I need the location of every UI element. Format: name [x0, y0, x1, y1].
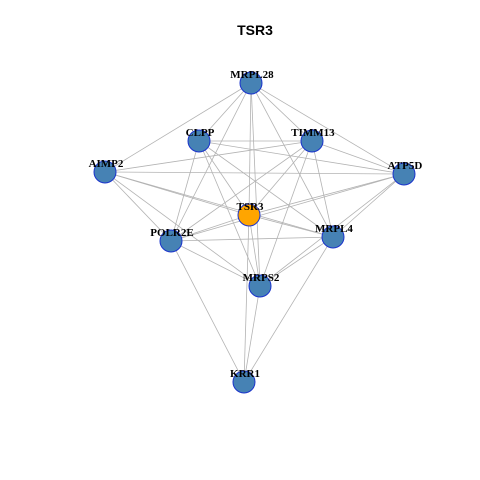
edge-timm13-atp5d	[311, 140, 405, 175]
node-clpp[interactable]	[187, 129, 211, 153]
edge-timm13-mrpl4	[311, 140, 334, 238]
node-mrpl4[interactable]	[321, 225, 345, 249]
edge-mrpl28-mrpl4	[250, 82, 334, 238]
node-label-mrps2: MRPS2	[243, 272, 280, 284]
node-timm13[interactable]	[300, 129, 324, 153]
edge-aimp2-mrpl4	[104, 171, 334, 238]
edge-timm13-tsr3	[248, 140, 313, 216]
edge-mrpl28-timm13	[250, 82, 313, 142]
node-label-krr1: KRR1	[230, 368, 260, 380]
edge-clpp-tsr3	[198, 140, 250, 216]
edge-mrpl4-krr1	[243, 236, 334, 383]
node-polr2e[interactable]	[159, 229, 183, 253]
node-atp5d[interactable]	[392, 162, 416, 186]
edge-clpp-polr2e	[170, 140, 200, 242]
edge-tsr3-mrps2	[248, 214, 261, 287]
node-label-polr2e: POLR2E	[150, 227, 193, 239]
node-label-aimp2: AIMP2	[89, 158, 124, 170]
node-label-clpp: CLPP	[186, 127, 215, 139]
edge-mrpl28-atp5d	[250, 82, 405, 175]
node-aimp2[interactable]	[93, 160, 117, 184]
edge-mrpl28-aimp2	[104, 82, 252, 173]
edge-timm13-polr2e	[170, 140, 313, 242]
edge-tsr3-polr2e	[170, 214, 250, 242]
edge-timm13-mrps2	[259, 140, 313, 287]
edge-mrpl28-mrps2	[250, 82, 261, 287]
edge-atp5d-polr2e	[170, 173, 405, 242]
edge-tsr3-krr1	[243, 214, 250, 383]
node-layer	[93, 71, 416, 394]
node-mrps2[interactable]	[248, 274, 272, 298]
edge-clpp-atp5d	[198, 140, 405, 175]
edge-clpp-mrps2	[198, 140, 261, 287]
edge-tsr3-mrpl4	[248, 214, 334, 238]
edge-polr2e-krr1	[170, 240, 245, 383]
edge-mrps2-krr1	[243, 285, 261, 383]
edge-clpp-mrpl4	[198, 140, 334, 238]
edge-layer	[104, 82, 405, 383]
node-tsr3[interactable]	[237, 203, 261, 227]
node-label-mrpl4: MRPL4	[315, 223, 353, 235]
diagram-title: TSR3	[237, 22, 273, 38]
edge-aimp2-atp5d	[104, 171, 405, 175]
edge-polr2e-mrpl4	[170, 236, 334, 242]
edge-mrpl28-polr2e	[170, 82, 252, 242]
edge-aimp2-mrps2	[104, 171, 261, 287]
node-label-mrpl28: MRPL28	[230, 69, 274, 81]
edge-aimp2-polr2e	[104, 171, 172, 242]
node-label-atp5d: ATP5D	[388, 160, 423, 172]
edge-timm13-aimp2	[104, 140, 313, 173]
edge-mrpl28-clpp	[198, 82, 252, 142]
node-label-timm13: TIMM13	[291, 127, 335, 139]
node-mrpl28[interactable]	[239, 71, 263, 95]
edge-polr2e-mrps2	[170, 240, 261, 287]
edge-atp5d-mrpl4	[332, 173, 405, 238]
node-krr1[interactable]	[232, 370, 256, 394]
node-label-tsr3: TSR3	[237, 201, 264, 213]
edge-mrpl4-mrps2	[259, 236, 334, 287]
edge-atp5d-tsr3	[248, 173, 405, 216]
